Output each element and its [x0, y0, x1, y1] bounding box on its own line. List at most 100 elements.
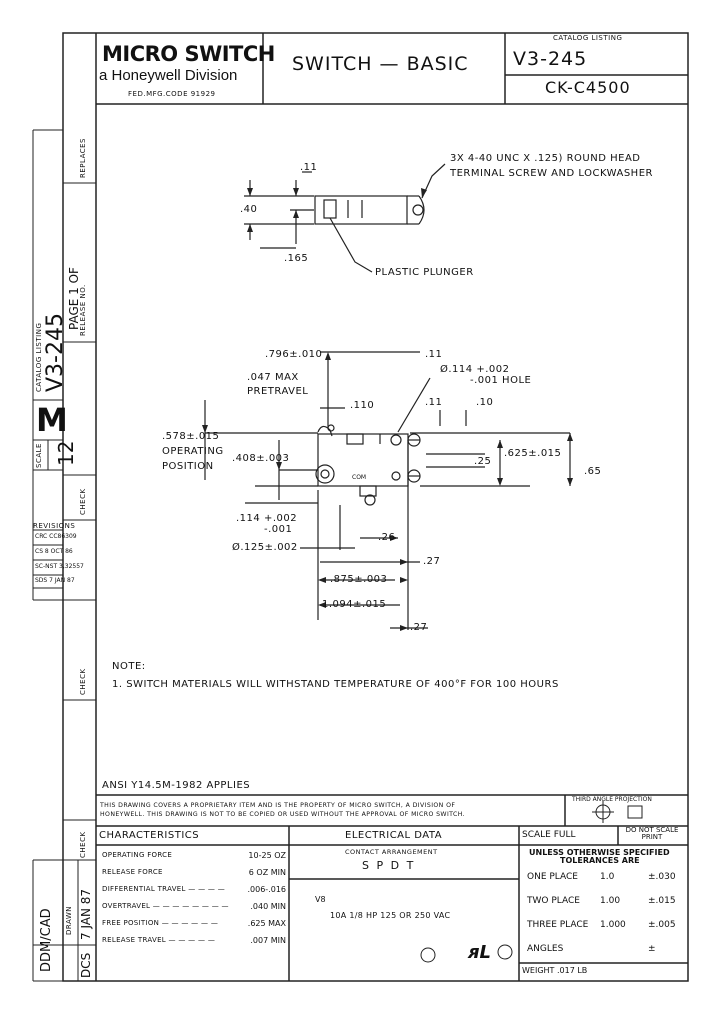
side-catalog-number: V3-245 [43, 313, 68, 392]
rev-c: SC-NST 3,32557 [35, 563, 84, 570]
check-label-2: CHECK [79, 668, 87, 695]
dim-114-b: -.001 [264, 524, 293, 535]
fed-code: FED.MFG.CODE 91929 [128, 90, 216, 98]
tolerance-value: ±.030 [648, 872, 676, 882]
dim-110: .110 [350, 400, 375, 411]
dim-26: .26 [378, 532, 396, 543]
dim-875: .875±.003 [330, 574, 388, 585]
dim-796: .796±.010 [265, 349, 323, 360]
dim-125: Ø.125±.002 [232, 542, 298, 553]
screw-note-2: TERMINAL SCREW AND LOCKWASHER [450, 168, 653, 179]
side-catalog-listing: CATALOG LISTING [35, 322, 43, 392]
tolerance-label: TWO PLACE [527, 896, 580, 906]
do-not-scale-label: DO NOT SCALE PRINT [625, 826, 679, 841]
contact-arrangement-value: S P D T [362, 859, 416, 872]
rev-a: CRC CC86309 [35, 533, 77, 540]
division-label: a Honeywell Division [99, 67, 238, 84]
proprietary-line-1: THIS DRAWING COVERS A PROPRIETARY ITEM A… [100, 802, 456, 809]
dim-1094: 1.094±.015 [322, 599, 387, 610]
check-label-1: CHECK [79, 488, 87, 515]
drawing-title: SWITCH — BASIC [292, 53, 469, 75]
note-1: 1. SWITCH MATERIALS WILL WITHSTAND TEMPE… [112, 679, 559, 690]
third-angle-label: THIRD ANGLE PROJECTION [572, 796, 652, 803]
side-scale-label: SCALE [35, 443, 43, 468]
tolerance-label: THREE PLACE [527, 920, 589, 930]
rev-d: SDS 7 JAN 87 [35, 577, 75, 584]
characteristic-label: RELEASE TRAVEL — — — — — [102, 936, 216, 944]
tolerance-label: ONE PLACE [527, 872, 578, 882]
characteristic-value: 10-25 OZ [248, 851, 286, 860]
characteristic-label: OVERTRAVEL — — — — — — — — [102, 902, 229, 910]
drawn-date: 7 JAN 87 [79, 888, 93, 940]
dim-27b: .27 [410, 622, 428, 633]
dim-625: .625±.015 [504, 448, 562, 459]
tolerance-example: 1.000 [600, 920, 626, 930]
dim-11-top: .11 [300, 162, 318, 173]
plastic-plunger-label: PLASTIC PLUNGER [375, 267, 474, 278]
tolerance-value: ± [648, 944, 656, 954]
catalog-listing-label: CATALOG LISTING [553, 34, 623, 42]
ansi-note: ANSI Y14.5M-1982 APPLIES [102, 780, 251, 791]
proprietary-line-2: HONEYWELL. THIS DRAWING IS NOT TO BE COP… [100, 811, 466, 818]
weight-label: WEIGHT .017 LB [522, 966, 588, 975]
dim-408: .408±.003 [232, 453, 290, 464]
characteristic-label: OPERATING FORCE [102, 851, 173, 859]
characteristic-value: 6 OZ MIN [248, 868, 286, 877]
ck-number: CK-C4500 [545, 78, 631, 97]
characteristic-label: DIFFERENTIAL TRAVEL — — — — [102, 885, 226, 893]
tolerance-label: ANGLES [527, 944, 564, 954]
characteristic-label: RELEASE FORCE [102, 868, 163, 876]
dim-11-mid: .11 [425, 349, 443, 360]
dim-25: .25 [474, 456, 492, 467]
dim-40: .40 [240, 204, 258, 215]
electrical-heading: ELECTRICAL DATA [345, 830, 443, 841]
cad-label: DDM/CAD [39, 908, 54, 972]
side-letter: M [36, 401, 68, 439]
dcs-label: DCS [79, 952, 93, 978]
hole-dim-2: -.001 HOLE [470, 375, 532, 386]
screw-note-1: 3X 4-40 UNC X .125) ROUND HEAD [450, 153, 641, 164]
tolerance-value: ±.015 [648, 896, 676, 906]
characteristic-value: .006-.016 [247, 885, 286, 894]
tolerances-heading-1: UNLESS OTHERWISE SPECIFIED [529, 848, 670, 857]
max-pretravel-2: PRETRAVEL [247, 386, 309, 397]
replaces-label: REPLACES [79, 138, 87, 178]
drawn-label: DRAWN [65, 905, 73, 935]
max-pretravel-1: .047 MAX [247, 372, 299, 383]
ul-mark-icon: ᴙL [468, 942, 492, 963]
dim-10: .10 [476, 397, 494, 408]
dim-11-b: .11 [425, 397, 443, 408]
characteristic-value: .625 MAX [247, 919, 286, 928]
characteristic-value: .007 MIN [250, 936, 286, 945]
tolerances-heading-2: TOLERANCES ARE [560, 856, 640, 865]
characteristic-value: .040 MIN [250, 902, 286, 911]
scale-label: SCALE FULL [522, 830, 576, 840]
check-label-3: CHECK [79, 831, 87, 858]
electrical-code: V8 [315, 895, 326, 904]
notes-heading: NOTE: [112, 661, 146, 672]
side-page: PAGE 1 OF [67, 267, 81, 330]
characteristic-label: FREE POSITION — — — — — — [102, 919, 219, 927]
electrical-rating: 10A 1/8 HP 125 OR 250 VAC [330, 911, 451, 920]
contact-arrangement-label: CONTACT ARRANGEMENT [345, 848, 438, 856]
brand-logo: MICRO SWITCH [102, 42, 275, 66]
tolerance-example: 1.0 [600, 872, 615, 882]
op-pos-3: POSITION [162, 461, 214, 472]
catalog-number: V3-245 [513, 48, 588, 70]
characteristics-heading: CHARACTERISTICS [99, 830, 200, 841]
release-no-label: RELEASE NO. [79, 284, 87, 336]
op-pos-2: OPERATING [162, 446, 224, 457]
rev-b: CS 8 OCT 86 [35, 548, 73, 555]
revisions-label: REVISIONS [33, 522, 76, 530]
op-pos-1: .578±.015 [162, 431, 220, 442]
side-scale-num: 12 [54, 440, 78, 466]
dim-165: .165 [284, 253, 309, 264]
com-label: COM [352, 474, 367, 481]
tolerance-example: 1.00 [600, 896, 621, 906]
dim-65: .65 [584, 466, 602, 477]
dim-114-a: .114 +.002 [236, 513, 298, 524]
dim-27a: .27 [423, 556, 441, 567]
hole-dim-1: Ø.114 +.002 [440, 364, 510, 375]
tolerance-value: ±.005 [648, 920, 676, 930]
